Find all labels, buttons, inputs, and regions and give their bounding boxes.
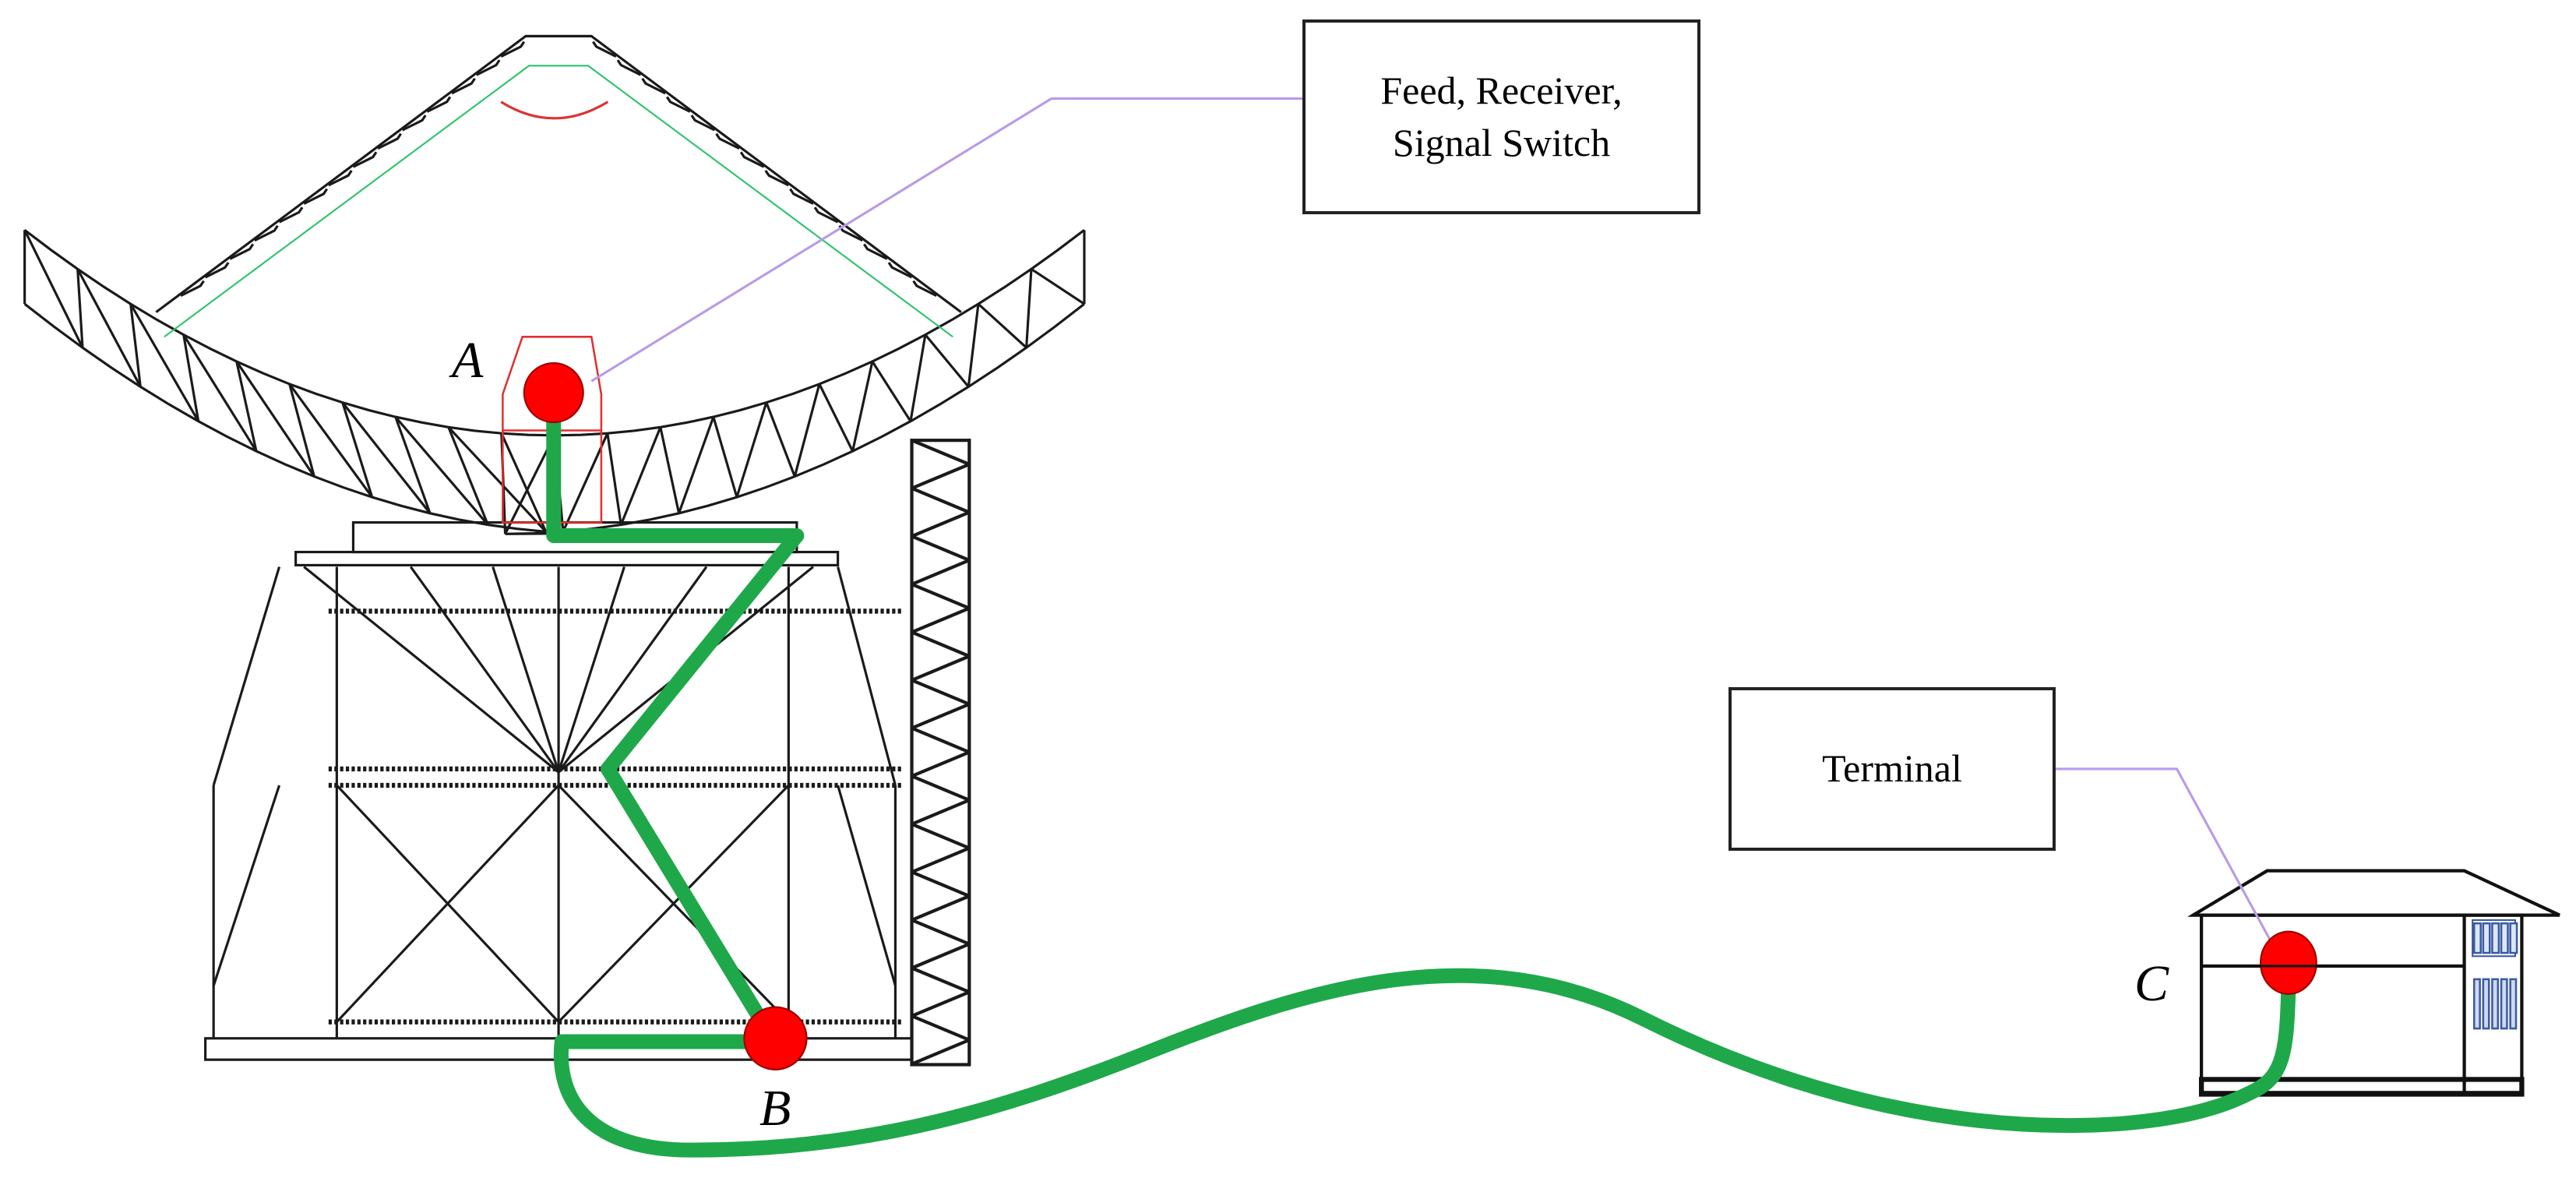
signal-cable xyxy=(546,386,2296,1158)
cable-b-to-c xyxy=(553,968,2296,1158)
feed-box-line1: Feed, Receiver, xyxy=(1380,68,1623,112)
point-a-label: A xyxy=(452,332,484,389)
node-c-marker xyxy=(2260,930,2317,995)
terminal-leader-line xyxy=(2053,767,2277,951)
point-c-label: C xyxy=(2134,955,2169,1012)
antenna-mount-structure xyxy=(204,521,914,1061)
feed-leader-line xyxy=(590,97,1303,383)
antenna-dish xyxy=(23,34,1086,535)
node-b-marker xyxy=(743,1006,808,1070)
side-truss-tower xyxy=(910,439,971,1067)
cable-a-to-b xyxy=(546,386,805,1046)
terminal-box: Terminal xyxy=(1728,687,2056,851)
feed-box-line2: Signal Switch xyxy=(1392,121,1611,164)
terminal-label: Terminal xyxy=(1822,746,1962,791)
leader-lines xyxy=(590,97,2277,951)
point-b-label: B xyxy=(759,1080,791,1137)
node-a-marker xyxy=(523,362,584,424)
feed-receiver-box: Feed, Receiver, Signal Switch xyxy=(1302,19,1700,214)
control-building xyxy=(2187,869,2560,1097)
